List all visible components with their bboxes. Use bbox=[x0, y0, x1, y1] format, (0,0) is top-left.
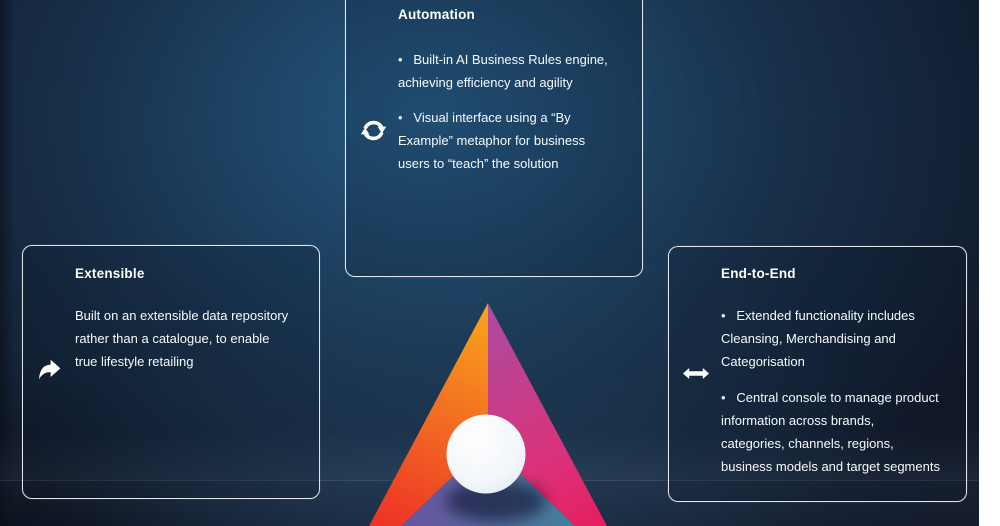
card-extensible: Extensible Built on an extensible data r… bbox=[22, 245, 320, 499]
card-end-to-end: End-to-End Extended functionality includ… bbox=[668, 246, 967, 502]
card-automation-bullet-2: Visual interface using a “By Example” me… bbox=[398, 106, 618, 175]
slide-background: Automation Built-in AI Business Rules en… bbox=[0, 0, 979, 526]
sync-icon bbox=[360, 120, 387, 141]
card-extensible-content: Extensible Built on an extensible data r… bbox=[23, 246, 319, 498]
card-extensible-title: Extensible bbox=[75, 266, 145, 281]
card-end-to-end-title: End-to-End bbox=[721, 266, 796, 281]
logo-center-circle bbox=[446, 414, 526, 494]
logo-circle-shadow bbox=[446, 481, 546, 521]
triangle-logo bbox=[369, 303, 607, 526]
card-automation-bullet-1: Built-in AI Business Rules engine, achie… bbox=[398, 48, 618, 94]
card-automation-content: Automation Built-in AI Business Rules en… bbox=[346, 0, 642, 276]
card-extensible-body: Built on an extensible data repository r… bbox=[75, 308, 289, 369]
card-end-to-end-content: End-to-End Extended functionality includ… bbox=[669, 247, 966, 501]
double-arrow-icon bbox=[683, 368, 709, 379]
card-automation: Automation Built-in AI Business Rules en… bbox=[345, 0, 643, 277]
card-end-to-end-bullet-2: Central console to manage product inform… bbox=[721, 386, 958, 478]
card-end-to-end-bullet-1: Extended functionality includes Cleansin… bbox=[721, 304, 958, 373]
share-arrow-icon bbox=[39, 359, 61, 380]
card-automation-title: Automation bbox=[398, 7, 475, 22]
